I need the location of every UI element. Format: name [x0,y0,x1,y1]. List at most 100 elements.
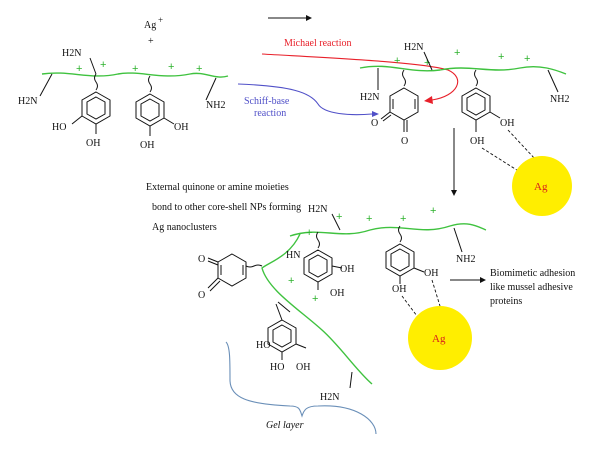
positive-charge: + [196,63,202,75]
amine-bond [423,51,433,71]
hydroxyl-label: OH [392,284,406,295]
hydroxyl-label: OH [296,362,310,373]
hydroxyl-label: HO [270,362,284,373]
schiff-base-label-line2: reaction [254,108,286,119]
hydroxyl-label: OH [174,122,188,133]
silver-nanoparticle-label: Ag [432,333,446,345]
positive-charge: + [312,293,318,305]
amine-label: H2N [320,392,339,403]
hydroxyl-label: HO [256,340,270,351]
michael-reaction-label: Michael reaction [284,38,351,49]
amine-label: H2N [62,48,81,59]
hydroxyl-label: OH [470,136,484,147]
wavy-bond [474,69,478,87]
wavy-bond [398,225,402,243]
plus-sign: + [148,36,154,47]
wavy-bond [245,264,263,268]
polymer-chain-bottom-branch [261,233,373,385]
amine-bond [89,57,97,75]
carbonyl-bond [382,114,392,122]
catechol-ring-inner [272,324,292,348]
polymer-chain-top-left [41,72,229,78]
hydroxyl-bond [163,117,175,125]
amine-bond [39,73,53,97]
amine-label: H2N [360,92,379,103]
positive-charge: + [132,63,138,75]
schiff-base-label: Schiff-base [244,96,290,107]
bottom-polymer: + + + + + + + H2N NH2 H2N HN OH OH OH OH… [198,204,487,403]
positive-charge: + [498,51,504,63]
wavy-bond [148,75,152,93]
silver-ion-label: Ag [144,20,156,31]
amine-label: NH2 [550,94,569,105]
positive-charge: + [454,47,460,59]
positive-charge: + [168,61,174,73]
coordination-bond [431,279,441,307]
positive-charge: + [394,55,400,67]
quinone-ring [217,253,247,287]
positive-charge: + [306,227,312,239]
amine-label: NH2 [206,100,225,111]
michael-reaction: Michael reaction [261,38,459,104]
external-moieties-text-line2: bond to other core-shell NPs forming [152,202,301,213]
amine-bond [331,213,341,231]
hydroxyl-bond [489,111,501,119]
adhesion-arrow [450,277,486,283]
imine-label: HN [286,250,300,261]
silver-ion-charge: + [158,15,163,25]
gel-layer-bracket [225,341,377,435]
external-moieties-text-line3: Ag nanoclusters [152,222,217,233]
catechol-ring-inner [390,248,410,272]
amine-label: H2N [308,204,327,215]
amine-bond [205,77,217,101]
hydroxyl-bond [295,343,307,349]
coordination-bond [507,129,537,161]
biomimetic-adhesion-text: Biomimetic adhesion [490,268,575,279]
schiff-base-reaction: Schiff-base reaction [237,83,379,119]
hydroxyl-label: OH [86,138,100,149]
biomimetic-adhesion-text-line3: proteins [490,296,522,307]
methyl-bond [275,303,283,321]
hydroxyl-label: OH [500,118,514,129]
hydroxyl-label: OH [424,268,438,279]
amine-label: H2N [18,96,37,107]
positive-charge: + [424,57,430,69]
down-arrow [451,128,457,196]
hydroxyl-label: OH [330,288,344,299]
carbonyl-bond [207,277,219,289]
positive-charge: + [336,211,342,223]
amine-bond [453,227,463,253]
oxygen-label: O [371,118,378,129]
positive-charge: + [288,275,294,287]
silver-nanoparticle-bottom [408,306,472,370]
wavy-bond [316,231,320,249]
polymer-chain-top-right [359,65,567,75]
quinone-ring [389,87,419,121]
positive-charge: + [76,63,82,75]
michael-arrowhead [424,96,433,104]
coordination-bond [481,147,521,173]
hydroxyl-bond [331,265,343,269]
polymer-chain-bottom-main [289,223,487,237]
top-left-polymer: + + + + + Ag + + H2N H2N NH2 HO OH OH OH [18,15,229,151]
silver-nanoparticle-top [512,156,572,216]
positive-charge: + [100,59,106,71]
catechol-ring-inner [140,98,160,122]
hydroxyl-bond [71,115,83,125]
amine-bond [349,371,353,389]
external-moieties-text: External quinone or amine moieties [146,182,289,193]
positive-charge: + [430,205,436,217]
wavy-bond [402,69,406,87]
amine-label: H2N [404,42,423,53]
top-right-polymer: + + + + + H2N H2N NH2 O O OH OH Ag [359,42,572,216]
schiff-arrow [237,83,373,116]
oxygen-label: O [198,254,205,265]
positive-charge: + [400,213,406,225]
carbonyl-bond [380,111,391,120]
amine-bond [547,69,559,93]
gel-layer-label: Gel layer [266,420,304,431]
amine-label: NH2 [456,254,475,265]
hydroxyl-label: HO [52,122,66,133]
